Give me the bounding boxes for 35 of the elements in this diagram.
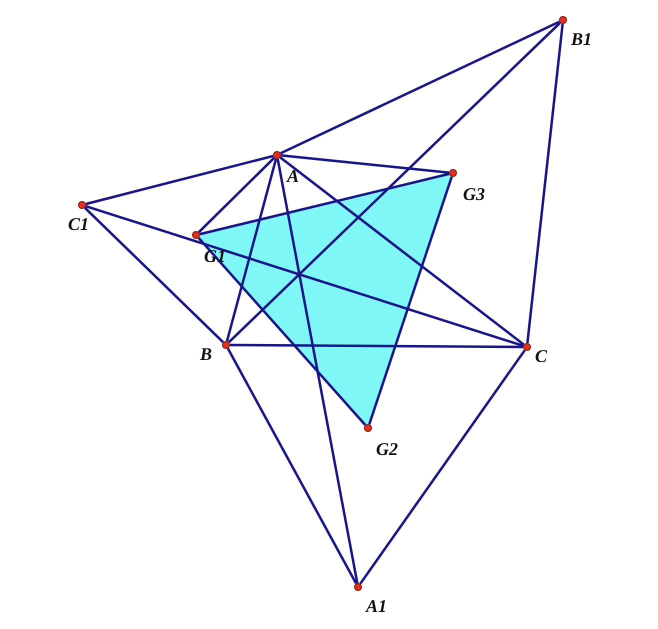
line-segment xyxy=(198,237,366,426)
line-segment xyxy=(84,206,224,344)
line-segment xyxy=(226,158,278,342)
point-marker xyxy=(222,341,230,349)
line-segment xyxy=(200,172,450,236)
line-segment xyxy=(86,154,274,206)
point-marker xyxy=(523,343,531,351)
line-segment xyxy=(280,20,560,154)
point-marker xyxy=(192,231,200,239)
line-segment xyxy=(230,344,523,348)
point-label: G1 xyxy=(204,247,226,265)
point-marker xyxy=(449,169,457,177)
point-label: C xyxy=(535,347,548,365)
line-segment xyxy=(526,24,564,344)
line-segment xyxy=(280,154,450,174)
line-segment xyxy=(226,348,358,584)
line-segment xyxy=(85,205,524,347)
line-segment xyxy=(228,22,561,344)
line-segment xyxy=(198,156,276,234)
point-marker xyxy=(364,424,372,432)
point-marker xyxy=(559,16,567,24)
point-label: G3 xyxy=(463,185,485,203)
point-label: B xyxy=(200,345,212,363)
point-label: A1 xyxy=(366,597,388,615)
point-marker xyxy=(78,201,86,209)
point-marker xyxy=(273,151,281,159)
line-segment xyxy=(368,176,453,425)
point-label: G2 xyxy=(376,440,398,458)
point-marker xyxy=(354,583,362,591)
point-label: C1 xyxy=(68,215,90,233)
line-segment xyxy=(279,156,525,346)
line-segment xyxy=(359,350,526,584)
line-segment xyxy=(276,158,359,584)
point-label: A xyxy=(287,167,300,185)
point-label: B1 xyxy=(571,30,592,48)
